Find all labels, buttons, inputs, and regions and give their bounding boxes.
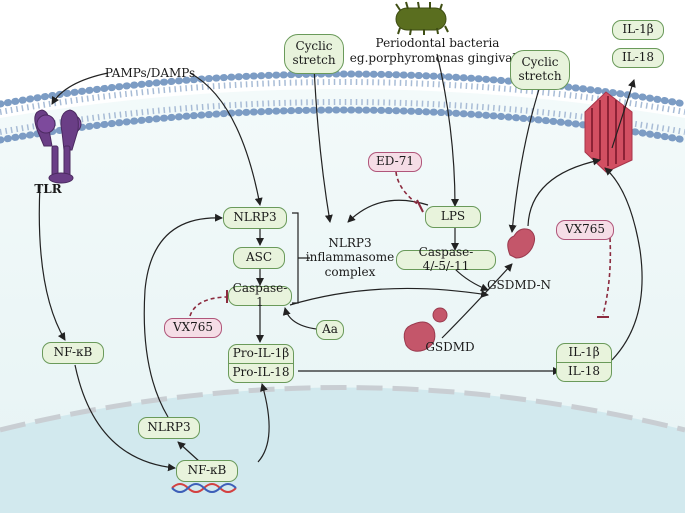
- caspase-1-box: Caspase-1: [228, 281, 292, 309]
- dna-icon: [171, 483, 237, 493]
- nfkb-nucleus-box: NF-κB: [176, 460, 238, 482]
- bacterium-icon: [395, 1, 449, 36]
- inhibition-bars: [226, 199, 609, 318]
- vx765-left-box: VX765: [164, 318, 222, 338]
- pro-il1b-box: Pro-IL-1β: [228, 344, 294, 364]
- pro-il18-box: Pro-IL-18: [228, 363, 294, 383]
- il1b-mature-box: IL-1β: [556, 343, 612, 363]
- bacteria-line2: eg.porphyromonas gingivalis: [349, 51, 527, 65]
- inhibition-links: [189, 171, 612, 317]
- ed71-box: ED-71: [368, 152, 422, 172]
- tlr-receptor-icon: [34, 109, 82, 184]
- cyclic-stretch-left: Cyclic stretch: [284, 34, 344, 74]
- lps-box: LPS: [425, 206, 481, 228]
- gsdmd-icon: [403, 307, 448, 352]
- nlrp3-nucleus-box: NLRP3: [138, 417, 200, 439]
- tlr-label: TLR: [34, 182, 62, 196]
- vx765-right-box: VX765: [556, 220, 614, 240]
- il18-released: IL-18: [612, 48, 664, 68]
- il18-mature-box: IL-18: [556, 362, 612, 382]
- nuclear-envelope: [0, 385, 685, 433]
- aa-box: Aa: [316, 320, 344, 340]
- nlrp3-box: NLRP3: [223, 207, 287, 229]
- cyclic-stretch-right: Cyclic stretch: [510, 50, 570, 90]
- gsdmd-n-icon: [507, 228, 536, 259]
- gsdmd-pore-icon: [584, 91, 633, 173]
- inflammasome-label: NLRP3 inflammasome complex: [305, 236, 395, 279]
- gsdmd-n-label: GSDMD-N: [486, 278, 552, 292]
- caspase-4-5-11-box: Caspase-4/-5/-11: [396, 245, 496, 273]
- bacteria-line1: Periodontal bacteria: [375, 36, 500, 50]
- asc-box: ASC: [233, 247, 285, 269]
- pathway-arrows: [38, 53, 643, 472]
- gsdmd-label: GSDMD: [425, 340, 475, 354]
- pamps-damps-label: PAMPs/DAMPs: [104, 66, 196, 80]
- nfkb-cyto-box: NF-κB: [42, 342, 104, 364]
- inflammasome-bracket: [292, 212, 310, 304]
- il1b-released: IL-1β: [612, 20, 664, 40]
